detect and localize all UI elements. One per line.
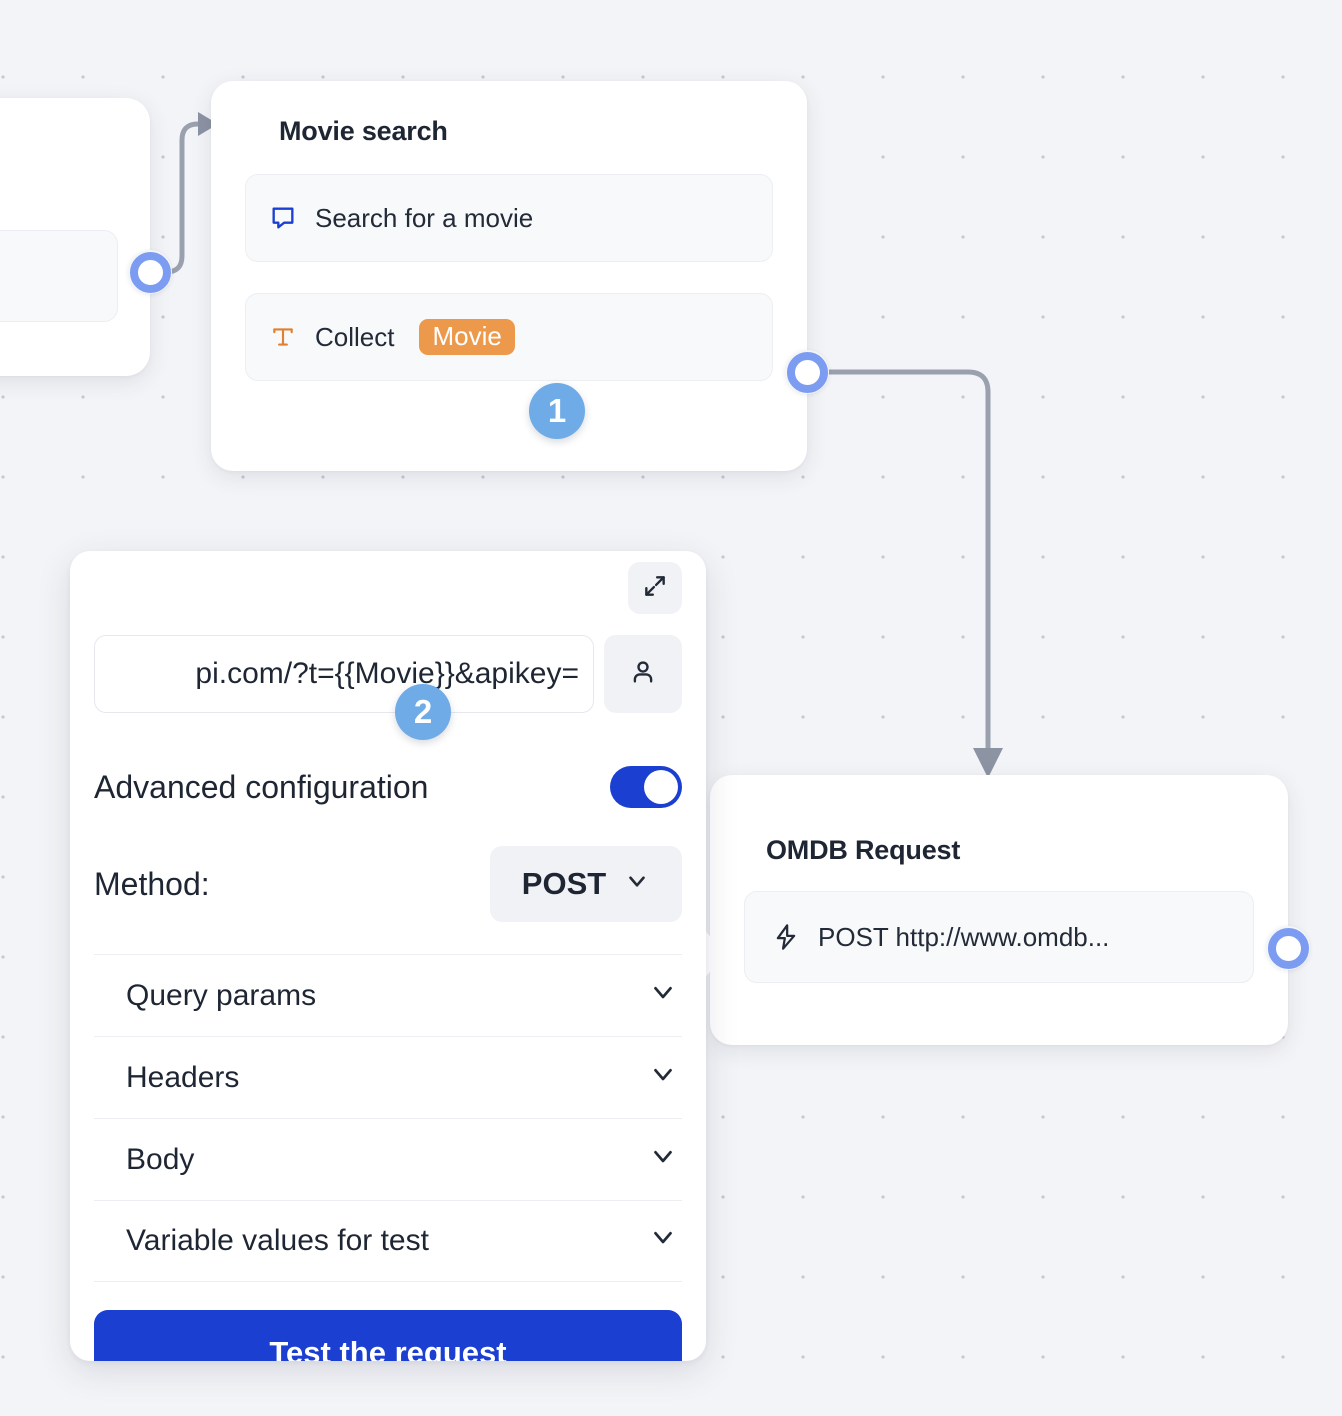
node-title: OMDB Request: [766, 835, 961, 865]
test-button-label: Test the request: [269, 1335, 507, 1361]
expand-panel-button[interactable]: [628, 562, 682, 614]
request-config-panel[interactable]: pi.com/?t={{Movie}}&apikey= Advanced con…: [70, 551, 706, 1361]
step-badge-2: 2: [395, 684, 451, 740]
accordion-item-variable-values-for-test[interactable]: Variable values for test: [94, 1200, 682, 1282]
variable-chip-movie[interactable]: Movie: [419, 319, 515, 355]
partial-node-left[interactable]: [0, 98, 150, 376]
method-label: Method:: [94, 865, 210, 902]
advanced-configuration-label: Advanced configuration: [94, 768, 429, 805]
chevron-down-icon: [648, 977, 678, 1015]
accordion-label: Headers: [126, 1060, 240, 1094]
method-select[interactable]: POST: [490, 846, 682, 922]
connector-port-movie-search[interactable]: [785, 350, 829, 394]
advanced-configuration-toggle[interactable]: [610, 766, 682, 808]
node-row-search-for-a-movie[interactable]: Search for a movie: [245, 174, 773, 262]
method-value: POST: [521, 866, 607, 901]
url-row: pi.com/?t={{Movie}}&apikey=: [94, 635, 682, 713]
node-movie-search[interactable]: Movie search Search for a movie: [211, 81, 807, 471]
test-the-request-button[interactable]: Test the request: [94, 1310, 682, 1361]
accordion-item-body[interactable]: Body: [94, 1118, 682, 1200]
message-bubble-icon: [268, 204, 298, 232]
request-accordion: Query params Headers Body Variable value…: [94, 954, 682, 1282]
node-omdb-request[interactable]: OMDB Request POST http://www.omdb...: [710, 775, 1288, 1045]
step-badge-1: 1: [529, 383, 585, 439]
accordion-label: Variable values for test: [126, 1224, 429, 1257]
partial-node-row: [0, 230, 118, 322]
chevron-down-icon: [648, 1222, 678, 1260]
advanced-configuration-row: Advanced configuration: [94, 766, 682, 808]
connector-port-omdb-request[interactable]: [1266, 926, 1310, 970]
lightning-bolt-icon: [771, 923, 801, 951]
chevron-down-icon: [648, 1059, 678, 1097]
text-format-icon: [268, 324, 298, 350]
accordion-item-headers[interactable]: Headers: [94, 1036, 682, 1118]
node-row-collect-movie[interactable]: Collect Movie: [245, 293, 773, 381]
person-icon: [628, 657, 658, 692]
node-row-post-request[interactable]: POST http://www.omdb...: [744, 891, 1254, 983]
method-row: Method: POST: [94, 846, 682, 922]
node-row-label: Search for a movie: [315, 202, 534, 233]
request-url-value: pi.com/?t={{Movie}}&apikey=: [195, 657, 579, 690]
accordion-label: Body: [126, 1142, 195, 1176]
auth-user-button[interactable]: [604, 635, 682, 713]
chevron-down-icon: [648, 1141, 678, 1179]
accordion-label: Query params: [126, 978, 317, 1012]
accordion-item-query-params[interactable]: Query params: [94, 954, 682, 1036]
request-url-input[interactable]: pi.com/?t={{Movie}}&apikey=: [94, 635, 594, 713]
node-row-label: Collect: [315, 321, 395, 352]
node-title: Movie search: [279, 116, 448, 146]
expand-diagonal-icon: [642, 573, 668, 604]
node-row-label: POST http://www.omdb...: [818, 921, 1110, 952]
chevron-down-icon: [624, 866, 650, 902]
connector-port-left-node[interactable]: [128, 250, 172, 294]
